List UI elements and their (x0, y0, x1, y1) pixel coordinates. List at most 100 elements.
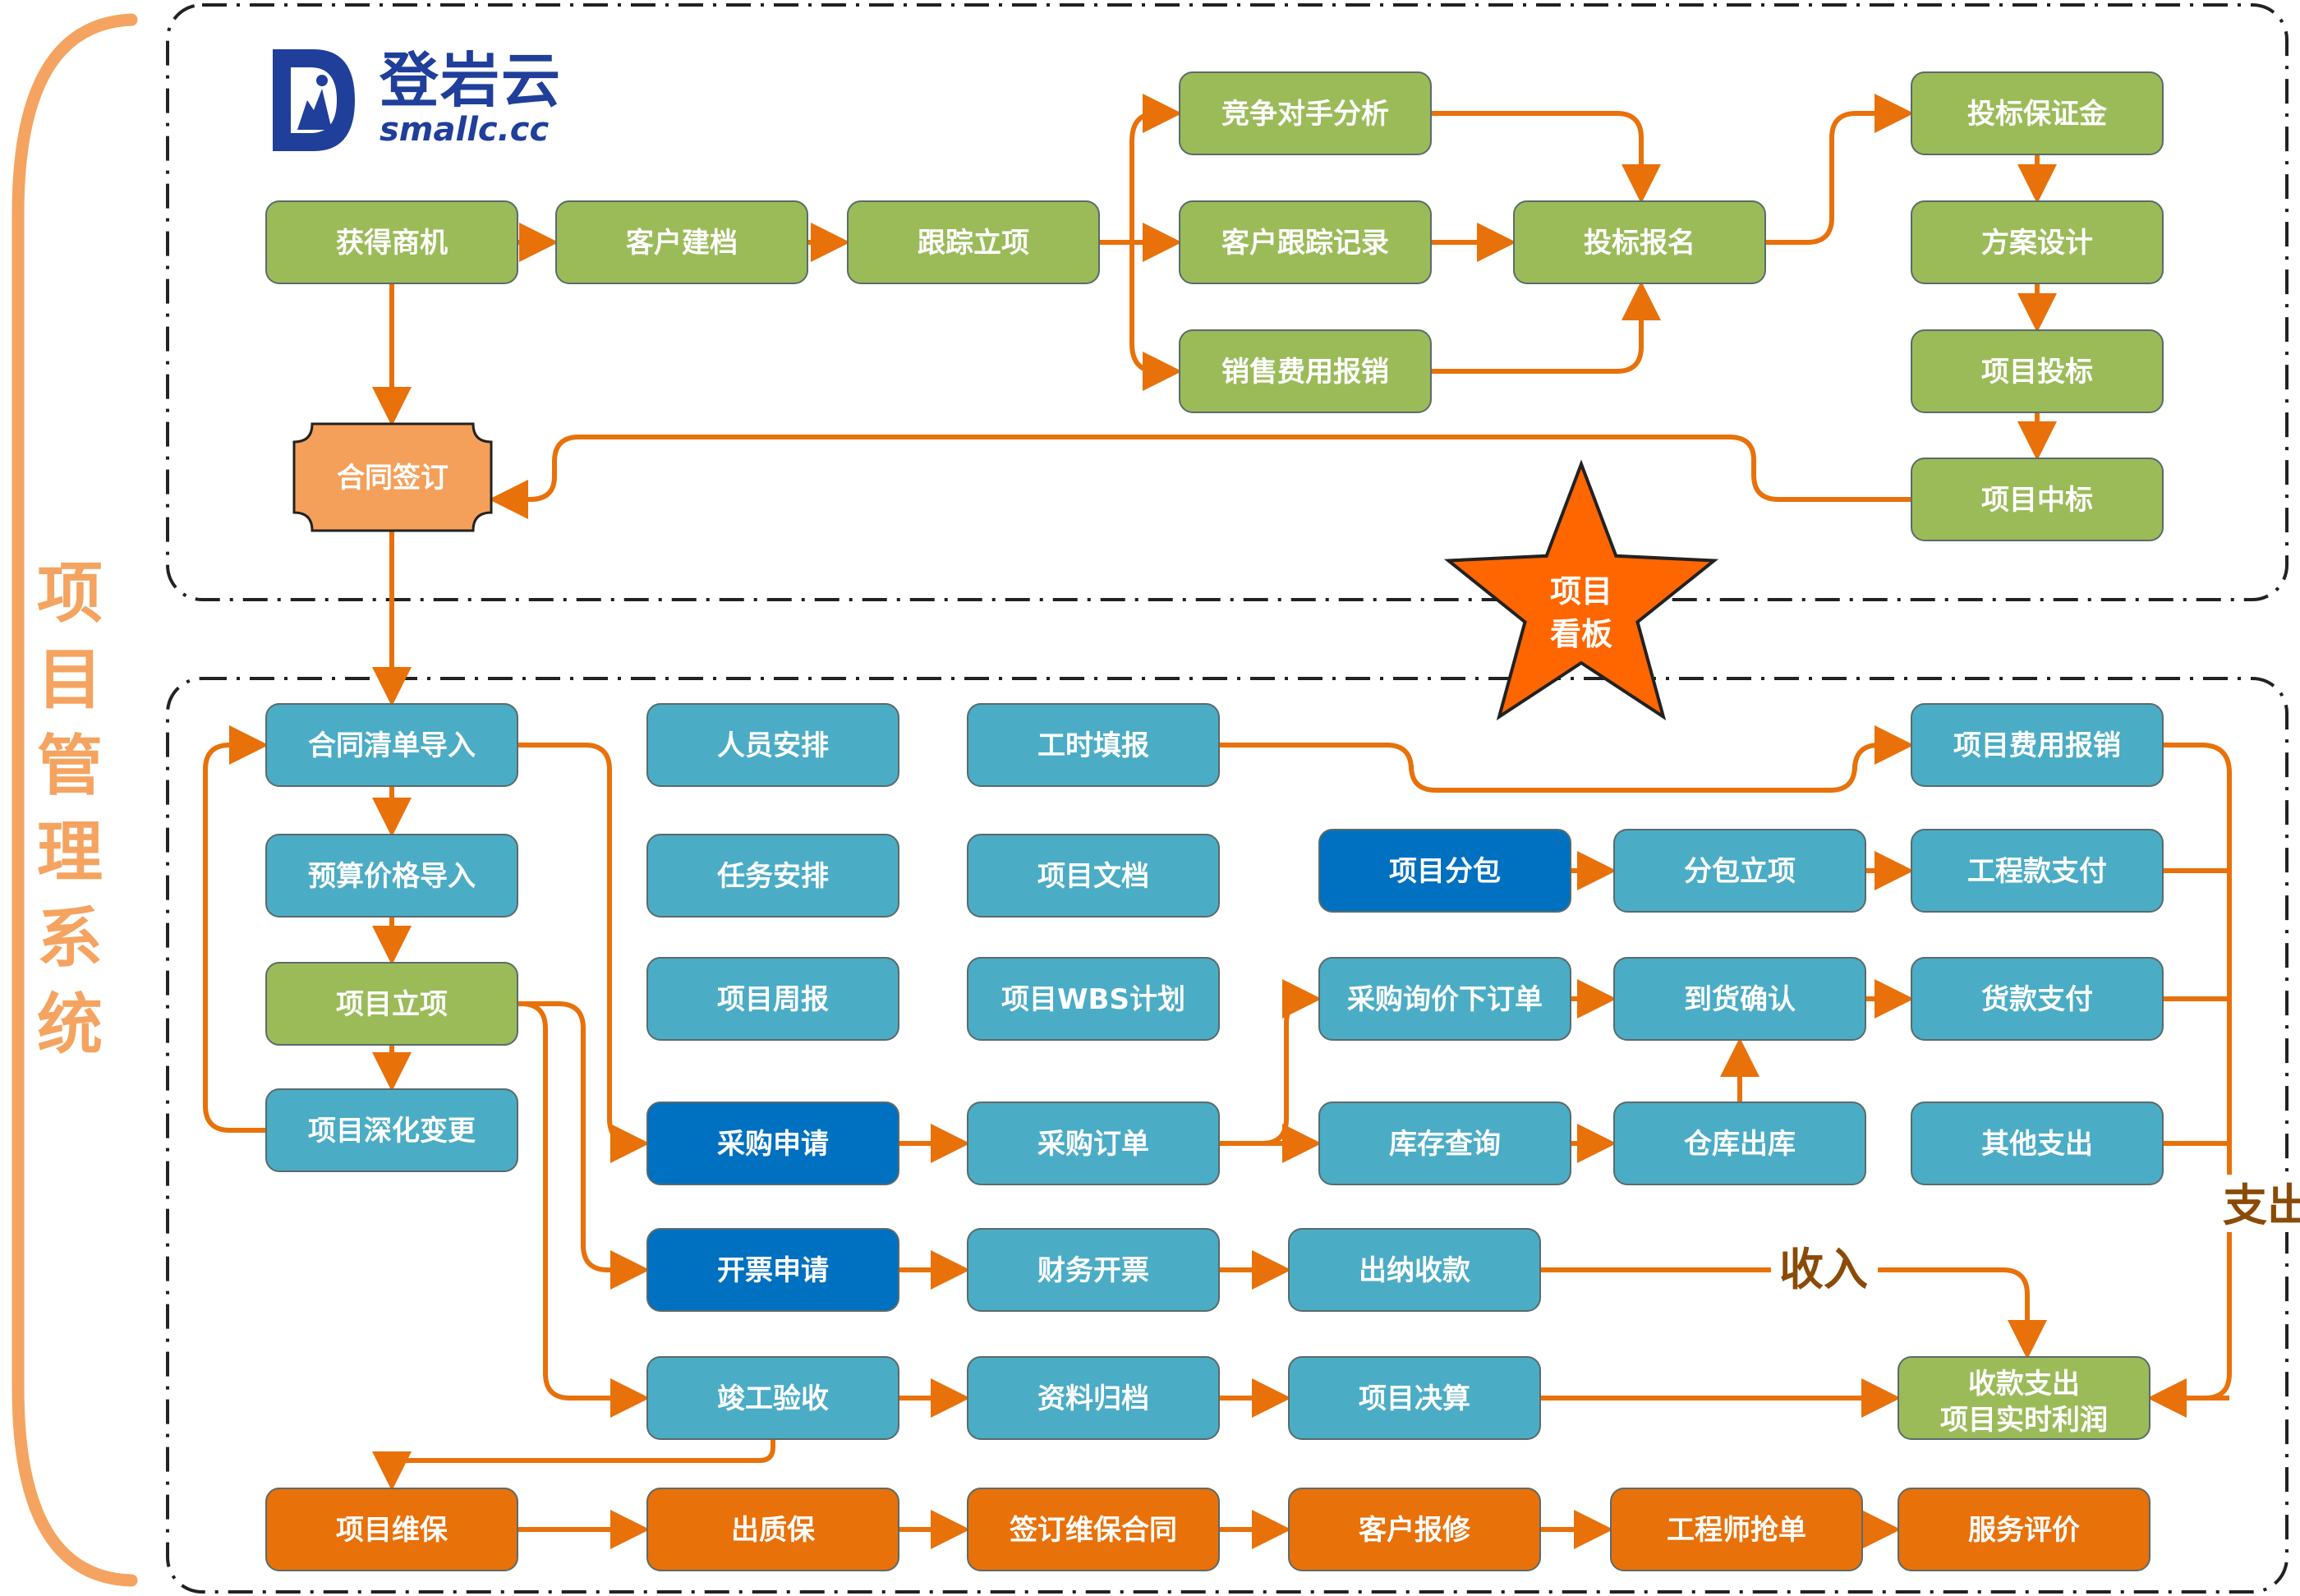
node-label-line2: 项目实时利润 (1940, 1404, 2108, 1437)
node-fangan-sheji[interactable]: 方案设计 (1911, 200, 2164, 284)
node-toubiao-baozhengjin[interactable]: 投标保证金 (1911, 71, 2164, 155)
node-yusuan-jiage[interactable]: 预算价格导入 (265, 834, 518, 918)
node-hetong-qingdan[interactable]: 合同清单导入 (265, 703, 518, 787)
logo-cn: 登岩云 (380, 46, 563, 115)
node-kehu-jiandang[interactable]: 客户建档 (555, 200, 808, 284)
node-caigou-dingdan[interactable]: 采购订单 (967, 1102, 1220, 1185)
node-shape (1911, 200, 2164, 284)
star-shape (1443, 459, 1719, 721)
node-shape (1288, 1228, 1541, 1312)
logo-en: smallc.cc (380, 111, 550, 149)
flow-arrow (1219, 725, 1914, 793)
side-title-char: 理 (37, 814, 103, 890)
node-renyuan-anpai[interactable]: 人员安排 (646, 703, 899, 787)
node-label: 项目文档 (1037, 860, 1149, 893)
node-shape (646, 1102, 899, 1185)
node-shape (265, 200, 518, 284)
node-label: 采购询价下订单 (1347, 983, 1543, 1016)
node-gongchengkuan[interactable]: 工程款支付 (1911, 829, 2164, 913)
income-label-bg (1771, 1240, 1878, 1298)
side-title-char: 项 (37, 555, 103, 632)
node-hetong-qianding[interactable]: 合同签订 (292, 422, 493, 532)
flow-arrow (1431, 111, 1661, 204)
node-fenbao-lixiang[interactable]: 分包立项 (1613, 829, 1866, 913)
node-shape (646, 834, 899, 918)
node-label: 工程师抢单 (1667, 1514, 1806, 1547)
node-chu-zhibao[interactable]: 出质保 (646, 1488, 899, 1571)
node-qita-zhichu[interactable]: 其他支出 (1911, 1102, 2164, 1185)
node-wbs-jihua[interactable]: 项目WBS计划 (967, 957, 1220, 1041)
node-weibao-hetong[interactable]: 签订维保合同 (967, 1488, 1220, 1571)
node-jingzheng-fenxi[interactable]: 竞争对手分析 (1179, 71, 1432, 155)
node-label: 项目WBS计划 (1001, 983, 1185, 1016)
node-fuwu-pingjia[interactable]: 服务评价 (1898, 1488, 2150, 1571)
node-shape (1911, 703, 2164, 787)
node-ziliao-guidang[interactable]: 资料归档 (967, 1356, 1220, 1440)
node-shape (646, 1356, 899, 1440)
node-shape (1613, 829, 1866, 913)
node-xiangmu-weibao[interactable]: 项目维保 (265, 1488, 518, 1571)
star-label-line2: 看板 (1550, 616, 1612, 652)
node-toubiao-baoming[interactable]: 投标报名 (1513, 200, 1766, 284)
node-shenhua-biangeng[interactable]: 项目深化变更 (265, 1088, 518, 1172)
node-jungong-yanshou[interactable]: 竣工验收 (646, 1356, 899, 1440)
node-label: 项目投标 (1981, 356, 2093, 389)
flow-arrow (1765, 94, 1914, 245)
node-feiyong-baoxiao[interactable]: 项目费用报销 (1911, 703, 2164, 787)
node-huokuan-zhifu[interactable]: 货款支付 (1911, 957, 2164, 1041)
node-label: 项目周报 (717, 983, 829, 1016)
node-label: 客户建档 (626, 227, 738, 260)
node-daohuo-queren[interactable]: 到货确认 (1613, 957, 1866, 1041)
node-label: 工程款支付 (1967, 855, 2107, 888)
node-xiangmu-zhongbiao[interactable]: 项目中标 (1911, 458, 2164, 541)
node-label: 出质保 (731, 1514, 816, 1547)
node-shape (1513, 200, 1766, 284)
node-kaipiao-shenqing[interactable]: 开票申请 (646, 1228, 899, 1312)
node-xiangmu-lixiang[interactable]: 项目立项 (265, 962, 518, 1046)
node-shape (1288, 1356, 1541, 1440)
node-label: 客户跟踪记录 (1221, 227, 1389, 260)
node-huode-shangji[interactable]: 获得商机 (265, 200, 518, 284)
node-label: 工时填报 (1037, 729, 1149, 762)
node-kucun-chaxun[interactable]: 库存查询 (1318, 1102, 1571, 1185)
side-title-char: 管 (37, 728, 103, 804)
node-shape (1911, 458, 2164, 541)
node-gongchengshi-qiangdan[interactable]: 工程师抢单 (1610, 1488, 1863, 1571)
node-xiangmu-fenbao[interactable]: 项目分包 (1318, 829, 1571, 913)
node-label: 项目分包 (1389, 855, 1501, 888)
node-xiangmu-zhoubao[interactable]: 项目周报 (646, 957, 899, 1041)
node-kehu-genzong[interactable]: 客户跟踪记录 (1179, 200, 1432, 284)
node-label: 开票申请 (717, 1254, 829, 1287)
node-label: 预算价格导入 (308, 860, 476, 893)
node-kehu-baoxiu[interactable]: 客户报修 (1288, 1488, 1541, 1571)
logo-icon (273, 49, 355, 151)
node-shape (1318, 829, 1571, 913)
node-xiaoshou-feiyong[interactable]: 销售费用报销 (1179, 329, 1432, 413)
node-shape (1179, 329, 1432, 413)
node-xiangmu-toubiao[interactable]: 项目投标 (1911, 329, 2164, 413)
node-shape (265, 834, 518, 918)
node-label: 方案设计 (1981, 227, 2093, 260)
node-caigou-xunjia[interactable]: 采购询价下订单 (1318, 957, 1571, 1041)
project-dashboard-star[interactable]: 项目 看板 (1443, 459, 1719, 721)
node-label: 服务评价 (1968, 1514, 2080, 1547)
node-gongshi-tianbao[interactable]: 工时填报 (967, 703, 1220, 787)
node-renwu-anpai[interactable]: 任务安排 (646, 834, 899, 918)
node-shape (1911, 829, 2164, 913)
node-shape (1911, 1102, 2164, 1185)
flow-arrow (1540, 1267, 2047, 1359)
node-chuna-shoukuan[interactable]: 出纳收款 (1288, 1228, 1541, 1312)
node-shape (1911, 329, 2164, 413)
node-shape (967, 1356, 1220, 1440)
node-xiangmu-juesuan[interactable]: 项目决算 (1288, 1356, 1541, 1440)
node-label: 出纳收款 (1359, 1254, 1470, 1287)
node-caigou-shenqing[interactable]: 采购申请 (646, 1102, 899, 1185)
node-genzong-lixiang[interactable]: 跟踪立项 (847, 200, 1100, 284)
node-label: 项目深化变更 (308, 1115, 476, 1148)
node-caiwu-kaipiao[interactable]: 财务开票 (967, 1228, 1220, 1312)
node-cangku-chuku[interactable]: 仓库出库 (1613, 1102, 1866, 1185)
node-xiangmu-wendang[interactable]: 项目文档 (967, 834, 1220, 918)
node-label: 人员安排 (717, 729, 829, 762)
